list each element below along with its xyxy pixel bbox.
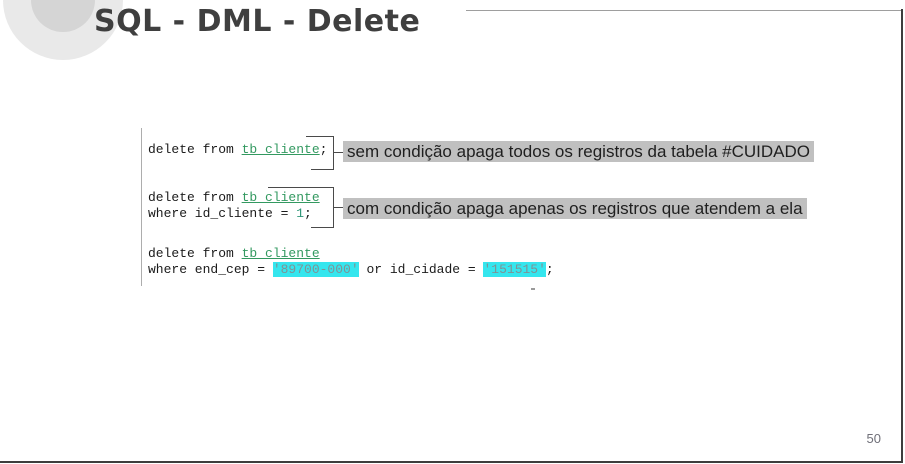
bracket1-bottom-arm — [311, 169, 333, 170]
bracket1-top-arm — [306, 136, 333, 137]
bracket2-connector — [334, 207, 343, 208]
sql-operator: or id_cidade = — [358, 262, 484, 277]
sql-table-name: tb_cliente — [241, 246, 320, 261]
sql-where-clause: where end_cep = — [148, 262, 273, 277]
bracket1-vertical — [333, 136, 334, 170]
sql-where-clause: where id_cliente = — [148, 206, 297, 221]
code-block-delete-where: delete from tb_cliente where id_cliente … — [148, 190, 320, 222]
sql-string-literal-highlighted: '89700-000' — [272, 262, 359, 277]
sql-table-name: tb_cliente — [241, 142, 320, 157]
bracket2-vertical — [333, 187, 334, 228]
annotation-no-condition: sem condição apaga todos os registros da… — [343, 141, 815, 162]
sql-keyword: delete from — [148, 190, 242, 205]
bracket2-top-arm — [268, 187, 333, 188]
sql-keyword: delete from — [148, 246, 242, 261]
stray-dash-mark — [531, 288, 535, 290]
code-block-delete-all: delete from tb_cliente; — [148, 142, 327, 158]
code-block-delete-highlighted: delete from tb_cliente where end_cep = '… — [148, 246, 554, 278]
sql-table-name: tb_cliente — [241, 190, 320, 205]
header-rule — [466, 10, 903, 11]
sql-number-literal: 1 — [296, 206, 305, 221]
code-left-rule — [141, 128, 142, 286]
bracket2-bottom-arm — [311, 227, 333, 228]
sql-string-literal-highlighted: '151515' — [483, 262, 546, 277]
page-number: 50 — [866, 431, 881, 446]
annotation-with-condition: com condição apaga apenas os registros q… — [343, 198, 807, 219]
sql-punctuation: ; — [319, 142, 328, 157]
slide-bottom-border — [0, 461, 903, 463]
slide-right-border — [901, 9, 903, 463]
sql-keyword: delete from — [148, 142, 242, 157]
bracket1-connector — [334, 152, 343, 153]
sql-punctuation: ; — [304, 206, 312, 221]
sql-punctuation: ; — [545, 262, 554, 277]
slide-title: SQL - DML - Delete — [94, 4, 421, 39]
